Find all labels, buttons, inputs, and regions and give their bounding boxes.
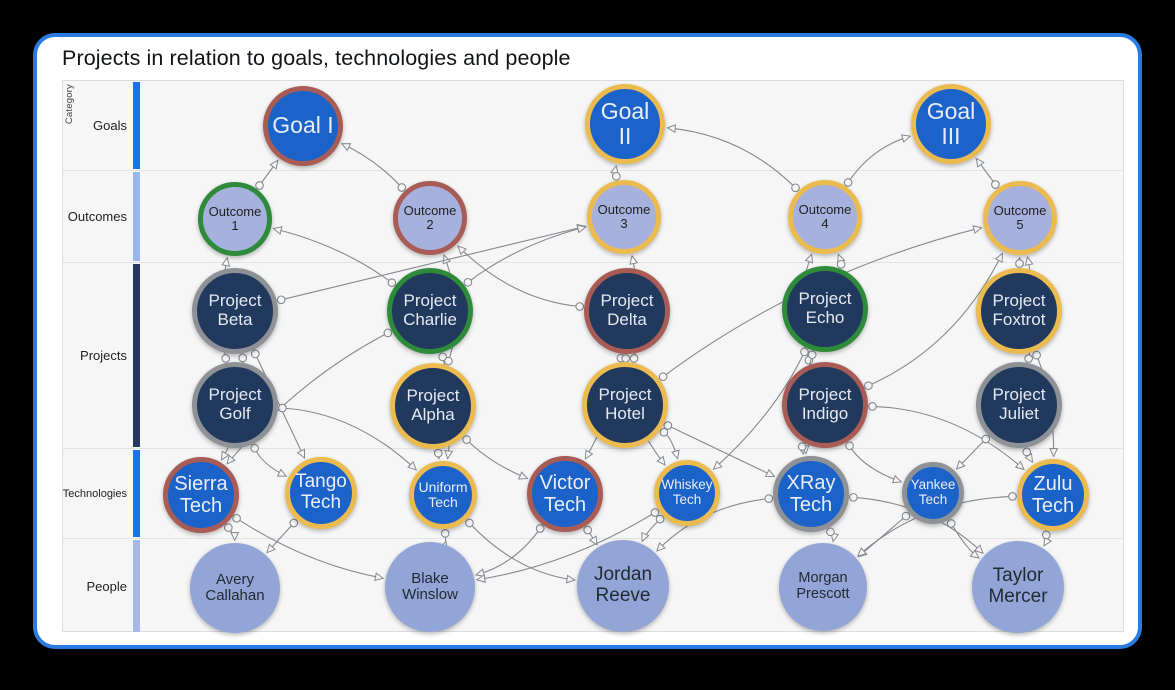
node-tech-victor[interactable]: Victor Tech	[527, 456, 603, 532]
node-label-project-hotel: Project Hotel	[598, 385, 652, 423]
row-color-bar-outcomes	[133, 172, 140, 261]
node-tech-whiskey[interactable]: Whiskey Tech	[654, 460, 720, 526]
node-outcome-3[interactable]: Outcome 3	[587, 180, 661, 254]
row-label-people: People	[86, 578, 127, 594]
node-label-person-morgan: Morgan Prescott	[796, 570, 850, 602]
node-project-indigo[interactable]: Project Indigo	[782, 362, 868, 448]
node-goal-1[interactable]: Goal I	[263, 86, 343, 166]
node-tech-yankee[interactable]: Yankee Tech	[902, 462, 964, 524]
node-project-juliet[interactable]: Project Juliet	[976, 362, 1062, 448]
row-color-bar-technologies	[133, 450, 140, 537]
node-project-hotel[interactable]: Project Hotel	[582, 362, 668, 448]
node-project-delta[interactable]: Project Delta	[584, 268, 670, 354]
row-color-bar-people	[133, 540, 140, 632]
node-tech-zulu[interactable]: Zulu Tech	[1017, 459, 1089, 531]
node-project-charlie[interactable]: Project Charlie	[387, 268, 473, 354]
node-person-blake[interactable]: Blake Winslow	[385, 542, 475, 632]
node-person-taylor[interactable]: Taylor Mercer	[972, 541, 1064, 633]
node-outcome-2[interactable]: Outcome 2	[393, 181, 467, 255]
node-label-person-jordan: Jordan Reeve	[593, 564, 653, 606]
node-label-tech-whiskey: Whiskey Tech	[661, 477, 713, 507]
node-label-goal-1: Goal I	[272, 112, 334, 139]
node-label-goal-3: Goal III	[926, 97, 976, 149]
node-label-project-juliet: Project Juliet	[992, 385, 1046, 423]
node-label-tech-xray: XRay Tech	[786, 472, 836, 516]
node-tech-uniform[interactable]: Uniform Tech	[409, 461, 477, 529]
node-outcome-5[interactable]: Outcome 5	[983, 181, 1057, 255]
node-label-outcome-3: Outcome 3	[597, 201, 651, 231]
node-label-project-echo: Project Echo	[798, 289, 852, 327]
node-label-outcome-1: Outcome 1	[208, 203, 262, 233]
node-project-echo[interactable]: Project Echo	[782, 266, 868, 352]
row-label-projects: Projects	[80, 348, 127, 363]
row-label-technologies: Technologies	[62, 487, 127, 500]
chart-title: Projects in relation to goals, technolog…	[62, 46, 571, 70]
node-person-avery[interactable]: Avery Callahan	[190, 543, 280, 633]
node-project-foxtrot[interactable]: Project Foxtrot	[976, 268, 1062, 354]
node-label-tech-zulu: Zulu Tech	[1031, 473, 1075, 517]
node-label-project-foxtrot: Project Foxtrot	[992, 291, 1046, 329]
node-label-tech-yankee: Yankee Tech	[910, 477, 956, 507]
node-label-person-taylor: Taylor Mercer	[988, 565, 1048, 607]
row-label-goals: Goals	[93, 118, 127, 133]
node-label-project-beta: Project Beta	[208, 291, 262, 329]
node-label-tech-sierra: Sierra Tech	[174, 473, 228, 517]
node-tech-xray[interactable]: XRay Tech	[773, 456, 849, 532]
node-goal-2[interactable]: Goal II	[585, 84, 665, 164]
node-outcome-1[interactable]: Outcome 1	[198, 182, 272, 256]
node-person-jordan[interactable]: Jordan Reeve	[577, 540, 669, 632]
node-goal-3[interactable]: Goal III	[911, 84, 991, 164]
node-label-tech-victor: Victor Tech	[539, 472, 591, 516]
node-label-person-avery: Avery Callahan	[205, 570, 265, 604]
row-label-outcomes: Outcomes	[67, 209, 127, 224]
row-color-bar-projects	[133, 264, 140, 447]
node-label-project-alpha: Project Alpha	[406, 386, 460, 424]
node-label-outcome-2: Outcome 2	[403, 202, 457, 232]
row-color-bar-goals	[133, 82, 140, 169]
node-project-beta[interactable]: Project Beta	[192, 268, 278, 354]
node-label-project-golf: Project Golf	[208, 385, 262, 423]
node-tech-sierra[interactable]: Sierra Tech	[163, 457, 239, 533]
row-outcomes: Outcomes	[63, 171, 1123, 263]
node-label-project-indigo: Project Indigo	[798, 385, 852, 423]
node-label-outcome-4: Outcome 4	[798, 201, 852, 231]
node-tech-tango[interactable]: Tango Tech	[285, 457, 357, 529]
node-layer: Goal I Goal II Goal III Outcome 1 Outcome 2 O…	[63, 81, 1123, 633]
node-project-golf[interactable]: Project Golf	[192, 362, 278, 448]
node-label-person-blake: Blake Winslow	[402, 569, 458, 603]
row-people: People	[63, 539, 1123, 633]
node-project-alpha[interactable]: Project Alpha	[390, 363, 476, 449]
node-outcome-4[interactable]: Outcome 4	[788, 180, 862, 254]
node-label-goal-2: Goal II	[600, 97, 650, 149]
node-person-morgan[interactable]: Morgan Prescott	[779, 543, 867, 631]
node-label-tech-tango: Tango Tech	[295, 471, 347, 513]
node-label-project-delta: Project Delta	[600, 291, 654, 329]
app-window: Projects in relation to goals, technolog…	[33, 33, 1142, 649]
node-label-tech-uniform: Uniform Tech	[418, 478, 468, 510]
node-label-outcome-5: Outcome 5	[993, 202, 1047, 232]
node-label-project-charlie: Project Charlie	[403, 291, 457, 329]
